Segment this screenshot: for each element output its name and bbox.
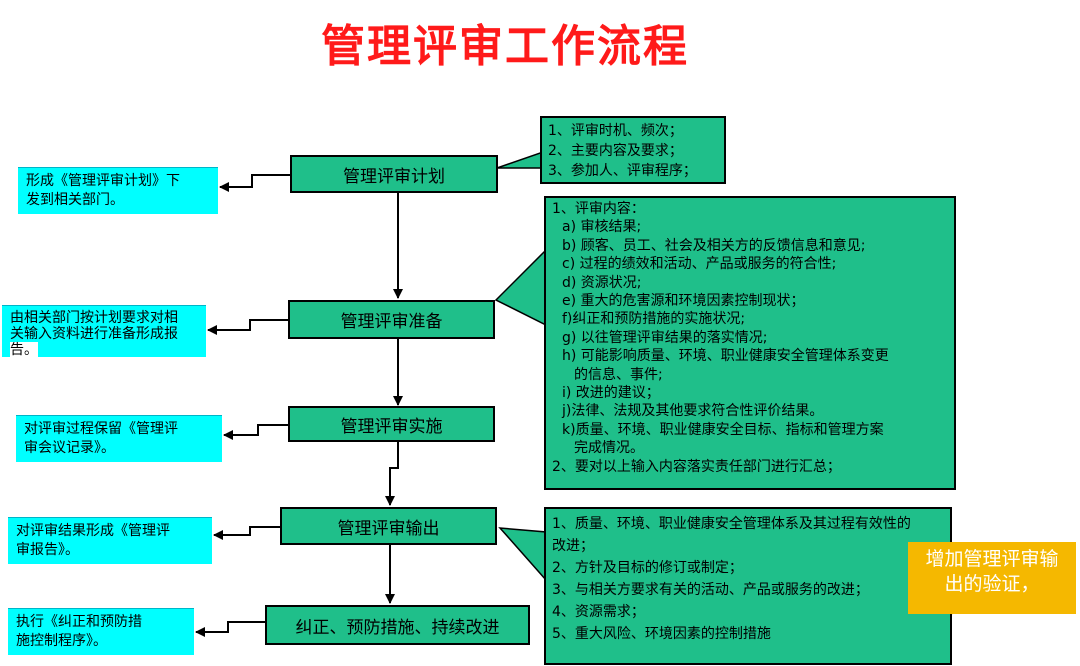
- note-line: 4、资源需求；: [552, 604, 645, 620]
- left-arrow-3: [223, 424, 288, 440]
- step-prepare: 管理评审准备: [288, 300, 495, 339]
- doc-note-line: 对评审过程保留《管理评: [24, 421, 178, 437]
- doc-note-line: 告。: [10, 342, 38, 358]
- doc-note-line: 审会议记录》。: [24, 440, 115, 456]
- left-arrow-5: [195, 621, 265, 637]
- note-line: d) 资源状况;: [562, 274, 642, 291]
- note-line: j)法律、法规及其他要求符合性评价结果。: [562, 403, 824, 420]
- note-line: 的信息、事件;: [574, 366, 663, 383]
- step-plan: 管理评审计划: [290, 155, 498, 193]
- left-arrow-2: [207, 319, 288, 335]
- doc-note-implement: 对评审过程保留《管理评 审会议记录》。: [16, 415, 222, 462]
- flow-arrow-3: [385, 442, 399, 506]
- note-line: 改进；: [552, 538, 594, 554]
- doc-note-improve: 执行《纠正和预防措 施控制程序》。: [8, 608, 194, 655]
- doc-note-line: 执行《纠正和预防措: [16, 614, 142, 630]
- left-arrow-4: [213, 526, 280, 540]
- note-line: c) 过程的绩效和活动、产品或服务的符合性;: [562, 256, 837, 273]
- note-line: b) 顾客、员工、社会及相关方的反馈信息和意见;: [562, 237, 866, 254]
- doc-note-plan: 形成《管理评审计划》下 发到相关部门。: [18, 167, 218, 214]
- note-line: i) 改进的建议；: [562, 385, 660, 402]
- output-note-pointer: [498, 527, 547, 582]
- callout-line: 出的验证，: [944, 573, 1040, 595]
- note-line: f)纠正和预防措施的实施状况;: [562, 311, 746, 328]
- doc-note-line: 关输入资料进行准备形成报: [10, 326, 178, 342]
- doc-note-prepare: 由相关部门按计划要求对相 关输入资料进行准备形成报 告。: [2, 305, 206, 358]
- left-arrow-1: [219, 174, 290, 192]
- note-line: 2、主要内容及要求；: [548, 143, 683, 159]
- plan-note-pointer: [496, 150, 544, 169]
- plan-requirements-note: 1、评审时机、频次； 2、主要内容及要求； 3、参加人、评审程序；: [540, 116, 726, 184]
- note-line: 1、评审时机、频次；: [548, 123, 683, 139]
- note-line: 5、重大风险、环境因素的控制措施: [552, 626, 771, 642]
- doc-note-line: 对评审结果形成《管理评: [16, 523, 170, 539]
- doc-note-output: 对评审结果形成《管理评 审报告》。: [8, 517, 212, 564]
- verification-callout: 增加管理评审输 出的验证，: [908, 542, 1076, 614]
- doc-note-line: 审报告》。: [16, 542, 79, 558]
- step-output: 管理评审输出: [280, 507, 497, 545]
- note-line: 2、要对以上输入内容落实责任部门进行汇总；: [552, 458, 841, 475]
- note-line: 2、方针及目标的修订或制定；: [552, 560, 743, 576]
- note-line: a) 审核结果;: [562, 219, 642, 236]
- note-line: 1、质量、环境、职业健康安全管理体系及其过程有效性的: [552, 516, 911, 532]
- note-line: e) 重大的危害源和环境因素控制现状；: [562, 293, 805, 310]
- review-input-note: 1、评审内容： a) 审核结果; b) 顾客、员工、社会及相关方的反馈信息和意见…: [544, 196, 956, 490]
- page-title: 管理评审工作流程: [321, 21, 689, 72]
- note-line: k)质量、环境、职业健康安全目标、指标和管理方案: [562, 421, 884, 438]
- doc-note-line: 由相关部门按计划要求对相: [10, 310, 178, 326]
- step-improve: 纠正、预防措施、持续改进: [265, 605, 530, 645]
- note-line: g) 以往管理评审结果的落实情况;: [562, 329, 768, 346]
- step-implement: 管理评审实施: [288, 406, 495, 442]
- review-output-note: 1、质量、环境、职业健康安全管理体系及其过程有效性的 改进； 2、方针及目标的修…: [544, 507, 952, 665]
- callout-line: 增加管理评审输: [925, 548, 1059, 570]
- doc-note-line: 形成《管理评审计划》下: [26, 173, 180, 189]
- input-note-pointer: [494, 248, 547, 327]
- note-line: 完成情况。: [574, 440, 644, 457]
- note-line: 3、与相关方要求有关的活动、产品或服务的改进；: [552, 582, 869, 598]
- note-line: h) 可能影响质量、环境、职业健康安全管理体系变更: [562, 348, 889, 365]
- doc-note-line: 发到相关部门。: [26, 192, 124, 208]
- note-line: 1、评审内容：: [552, 201, 645, 217]
- doc-note-line: 施控制程序》。: [16, 633, 107, 649]
- note-line: 3、参加人、评审程序；: [548, 163, 697, 179]
